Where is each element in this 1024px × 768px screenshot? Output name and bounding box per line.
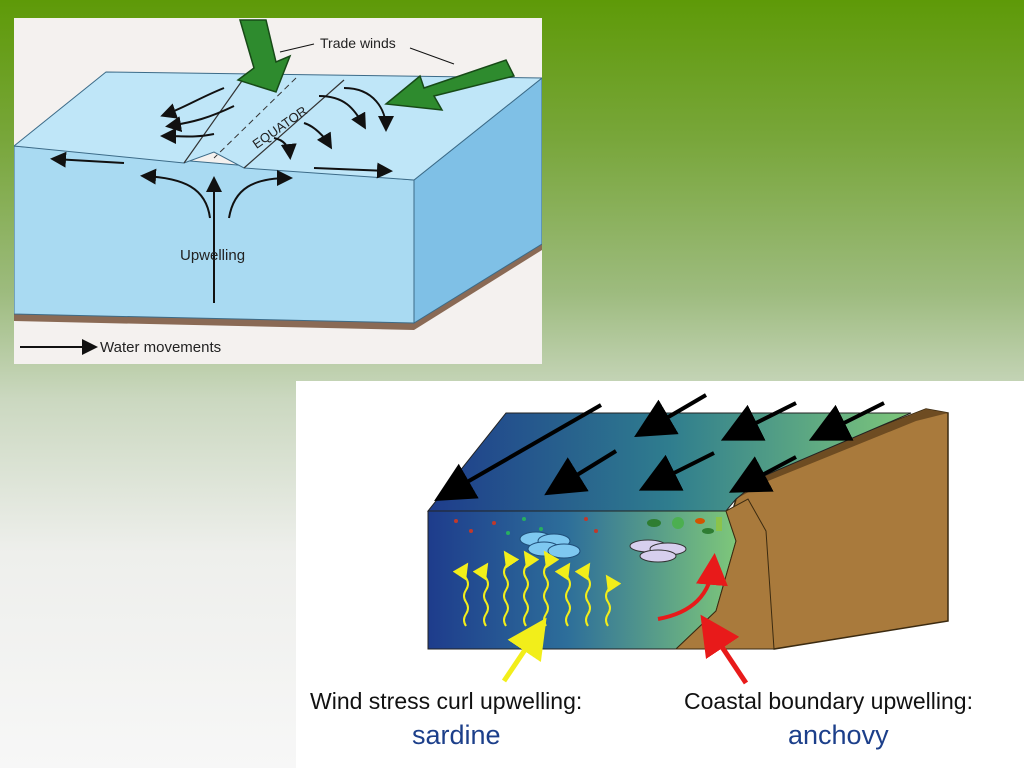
plankton	[454, 517, 722, 535]
equatorial-upwelling-figure: EQUATOR Upwelling Trade winds	[14, 18, 542, 364]
equatorial-upwelling-diagram: EQUATOR Upwelling Trade winds	[14, 19, 542, 356]
anchovy-school	[629, 539, 687, 563]
front-face-arrows	[50, 151, 393, 303]
anchovy-caption: anchovy	[788, 720, 889, 750]
coastal-pointer-arrow	[700, 614, 749, 685]
wind-arrow	[638, 451, 715, 491]
trade-winds-leader	[279, 43, 315, 53]
wind-stress-caption: Wind stress curl upwelling:	[310, 688, 583, 714]
trade-winds-label: Trade winds	[320, 35, 396, 51]
trade-wind-arrow	[384, 59, 516, 111]
water-movement-arrow	[160, 87, 225, 119]
wind-stress-upwelling-arrows	[452, 550, 622, 627]
water-movement-arrow	[318, 95, 366, 130]
water-movements-label: Water movements	[100, 339, 221, 356]
surface-current-arrows	[160, 87, 394, 160]
wind-arrow	[434, 403, 602, 501]
wind-arrows	[434, 393, 885, 501]
trade-wind-arrow	[236, 19, 292, 93]
wind-arrow	[544, 449, 618, 496]
water-movement-arrow	[140, 168, 211, 219]
equator-trough-edge	[183, 77, 245, 164]
coastal-upwelling-figure	[296, 381, 1024, 768]
trade-wind-arrows	[236, 19, 516, 111]
upwelling-wave-arrow	[503, 550, 520, 627]
upwelling-wave-arrow	[554, 562, 571, 627]
wind-arrow	[808, 401, 885, 441]
wind-arrow	[728, 455, 797, 493]
water-movement-arrow	[273, 137, 297, 160]
equator-trough-edge	[243, 79, 345, 169]
upwelling-label: Upwelling	[180, 247, 245, 264]
equator-line	[213, 77, 297, 159]
upwelling-wave-arrow	[523, 550, 540, 627]
sediment-layer	[14, 243, 542, 330]
water-movement-arrow	[303, 122, 333, 150]
coastal-upwelling-arrow	[657, 553, 728, 621]
upwelling-wave-arrow	[452, 562, 469, 627]
water-movement-arrow	[313, 162, 393, 179]
wind-arrow	[720, 401, 797, 441]
upwelling-wave-arrow	[574, 562, 591, 627]
wind-arrow	[634, 393, 708, 438]
upwelling-wave-arrow	[472, 562, 489, 627]
trade-winds-leader	[409, 47, 455, 65]
sardine-caption: sardine	[412, 720, 501, 750]
land-top	[736, 409, 948, 499]
water-movement-arrow	[50, 151, 125, 168]
coastal-caption: Coastal boundary upwelling:	[684, 688, 973, 714]
coastal-upwelling-diagram	[426, 393, 949, 685]
ocean-cross-section	[427, 510, 737, 650]
water-movement-arrow	[160, 128, 215, 145]
water-movement-arrow	[228, 170, 293, 219]
water-movement-arrow	[165, 105, 235, 133]
upwelling-wave-arrow	[543, 550, 560, 627]
upwelling-wave-arrow	[605, 574, 622, 627]
wind-stress-pointer-arrow	[501, 617, 547, 683]
water-movement-arrow	[343, 87, 394, 132]
